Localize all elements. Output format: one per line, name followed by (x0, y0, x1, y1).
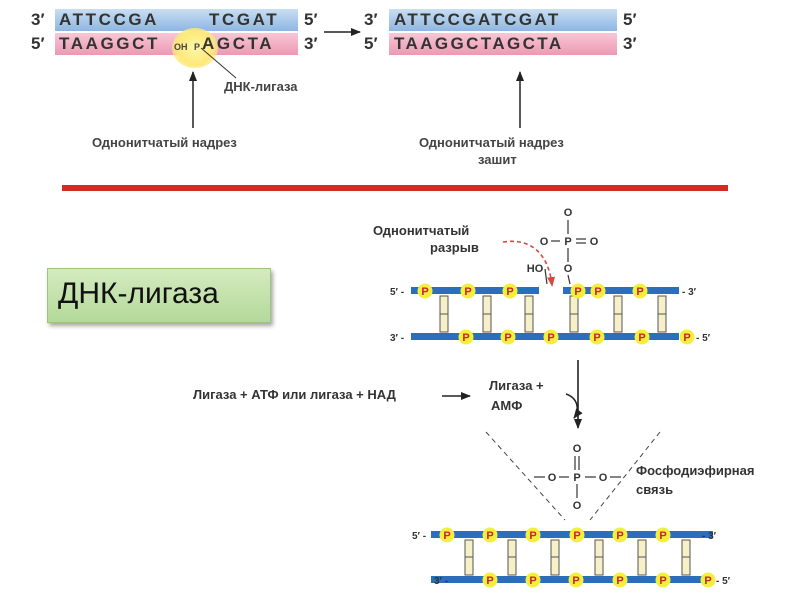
top-right-row1-right-end: 5′ (623, 10, 637, 29)
upper-helix: P P P P P P P P P P P P 5′ - 3′ - - 3′ -… (390, 207, 711, 345)
reagents-label: Лигаза + АТФ или лигаза + НАД (193, 387, 396, 402)
top-right-row2-left-end: 5′ (364, 34, 378, 53)
top-right-row1-left-end: 3′ (364, 10, 378, 29)
phosphate-label: P (529, 575, 536, 587)
top-left-row1-seq-a: ATTCCGA (59, 10, 160, 29)
sealed-label-line1: Однонитчатый надрез (419, 135, 564, 150)
phosphate-label: P (638, 332, 645, 344)
phosphate-label: P (443, 530, 450, 542)
phosphate-label: P (464, 286, 471, 298)
product-label-line2: АМФ (491, 398, 523, 413)
ho-label: HO (527, 263, 544, 275)
bond-label-line1: Фосфодиэфирная (636, 463, 755, 478)
top-left-row2-seq-a: TAAGGCT (59, 34, 160, 53)
free-phosphate-p: P (564, 236, 571, 248)
lower-helix: P P P P P P P P P P P P 5′ - 3′ - - 3′ -… (412, 527, 731, 588)
top-right-upper-band (389, 9, 617, 31)
top-left-row2-seq-b: AGCTA (202, 34, 275, 53)
upper-end-3prime-label: - 3′ (682, 287, 697, 298)
release-curve-arrow (565, 393, 583, 419)
phosphate-label: P (486, 575, 493, 587)
nick-label: Однонитчатый надрез (92, 135, 237, 150)
phosphate-label: P (704, 575, 711, 587)
title-box-label: ДНК-лигаза (58, 277, 219, 310)
top-left-row2-right-end: 3′ (304, 34, 318, 53)
top-left-row1-right-end: 5′ (304, 10, 318, 29)
upper-5prime-label: 5′ - (390, 287, 404, 298)
top-left-row1-seq-b: TCGAT (209, 10, 280, 29)
enzyme-leader-line (200, 47, 237, 79)
upper-3prime-label: 3′ - (390, 333, 404, 344)
free-phosphate-o-top: O (564, 207, 573, 219)
phosphate-label: P (659, 530, 666, 542)
red-dashed-arrow (502, 240, 556, 287)
phosphate-label: P (574, 286, 581, 298)
phosphate-label: P (462, 332, 469, 344)
bond-o-left: O (548, 472, 557, 484)
p-label: P (194, 42, 201, 52)
phosphate-label: P (529, 530, 536, 542)
break-label-line2: разрыв (430, 240, 479, 255)
bond-label-line2: связь (636, 482, 674, 497)
oh-label: OH (174, 42, 188, 52)
top-left-upper-band (55, 9, 298, 31)
bond-o-right: O (599, 472, 608, 484)
title-box: ДНК-лигаза (47, 268, 271, 323)
phosphate-label: P (683, 332, 690, 344)
phosphate-label: P (616, 530, 623, 542)
phosphate-label: P (486, 530, 493, 542)
lower-end-5prime-label: - 5′ (716, 576, 731, 587)
phosphate-label: P (573, 530, 580, 542)
phosphate-label: P (659, 575, 666, 587)
sealed-label-line2: зашит (478, 152, 517, 167)
break-label-line1: Однонитчатый (373, 223, 470, 238)
phosphate-label: P (636, 286, 643, 298)
lower-5prime-label: 5′ - (412, 531, 426, 542)
zoom-line-right (589, 431, 661, 521)
bond-p: P (573, 472, 580, 484)
upper-end-5prime-label: - 5′ (696, 333, 711, 344)
bond-o-top: O (573, 443, 582, 455)
lower-3prime-label: 3′ - (434, 576, 448, 587)
red-divider (62, 185, 728, 191)
free-phosphate-o-right: O (590, 236, 599, 248)
phosphate-label: P (572, 575, 579, 587)
free-phosphate-o-left: O (540, 236, 549, 248)
top-right-row1-seq: ATTCCGATCGAT (394, 10, 561, 29)
top-right-lower-band (389, 33, 617, 55)
zoom-line-left (485, 431, 566, 521)
bond-o-bottom: O (573, 500, 582, 512)
top-left-row1-left-end: 3′ (31, 10, 45, 29)
free-phosphate-o-bottom: O (564, 263, 573, 275)
lower-end-3prime-label: - 3′ (702, 531, 717, 542)
phosphate-label: P (421, 286, 428, 298)
phosphate-label: P (547, 332, 554, 344)
enzyme-label: ДНК-лигаза (224, 79, 298, 94)
phosphate-label: P (616, 575, 623, 587)
top-right-row2-seq: TAAGGCTAGCTA (394, 34, 564, 53)
phosphate-label: P (504, 332, 511, 344)
phosphate-label: P (594, 286, 601, 298)
top-left-row2-left-end: 5′ (31, 34, 45, 53)
product-label-line1: Лигаза + (489, 378, 544, 393)
top-right-row2-right-end: 3′ (623, 34, 637, 53)
phosphate-label: P (593, 332, 600, 344)
phosphate-label: P (506, 286, 513, 298)
ligase-glow (172, 28, 218, 68)
